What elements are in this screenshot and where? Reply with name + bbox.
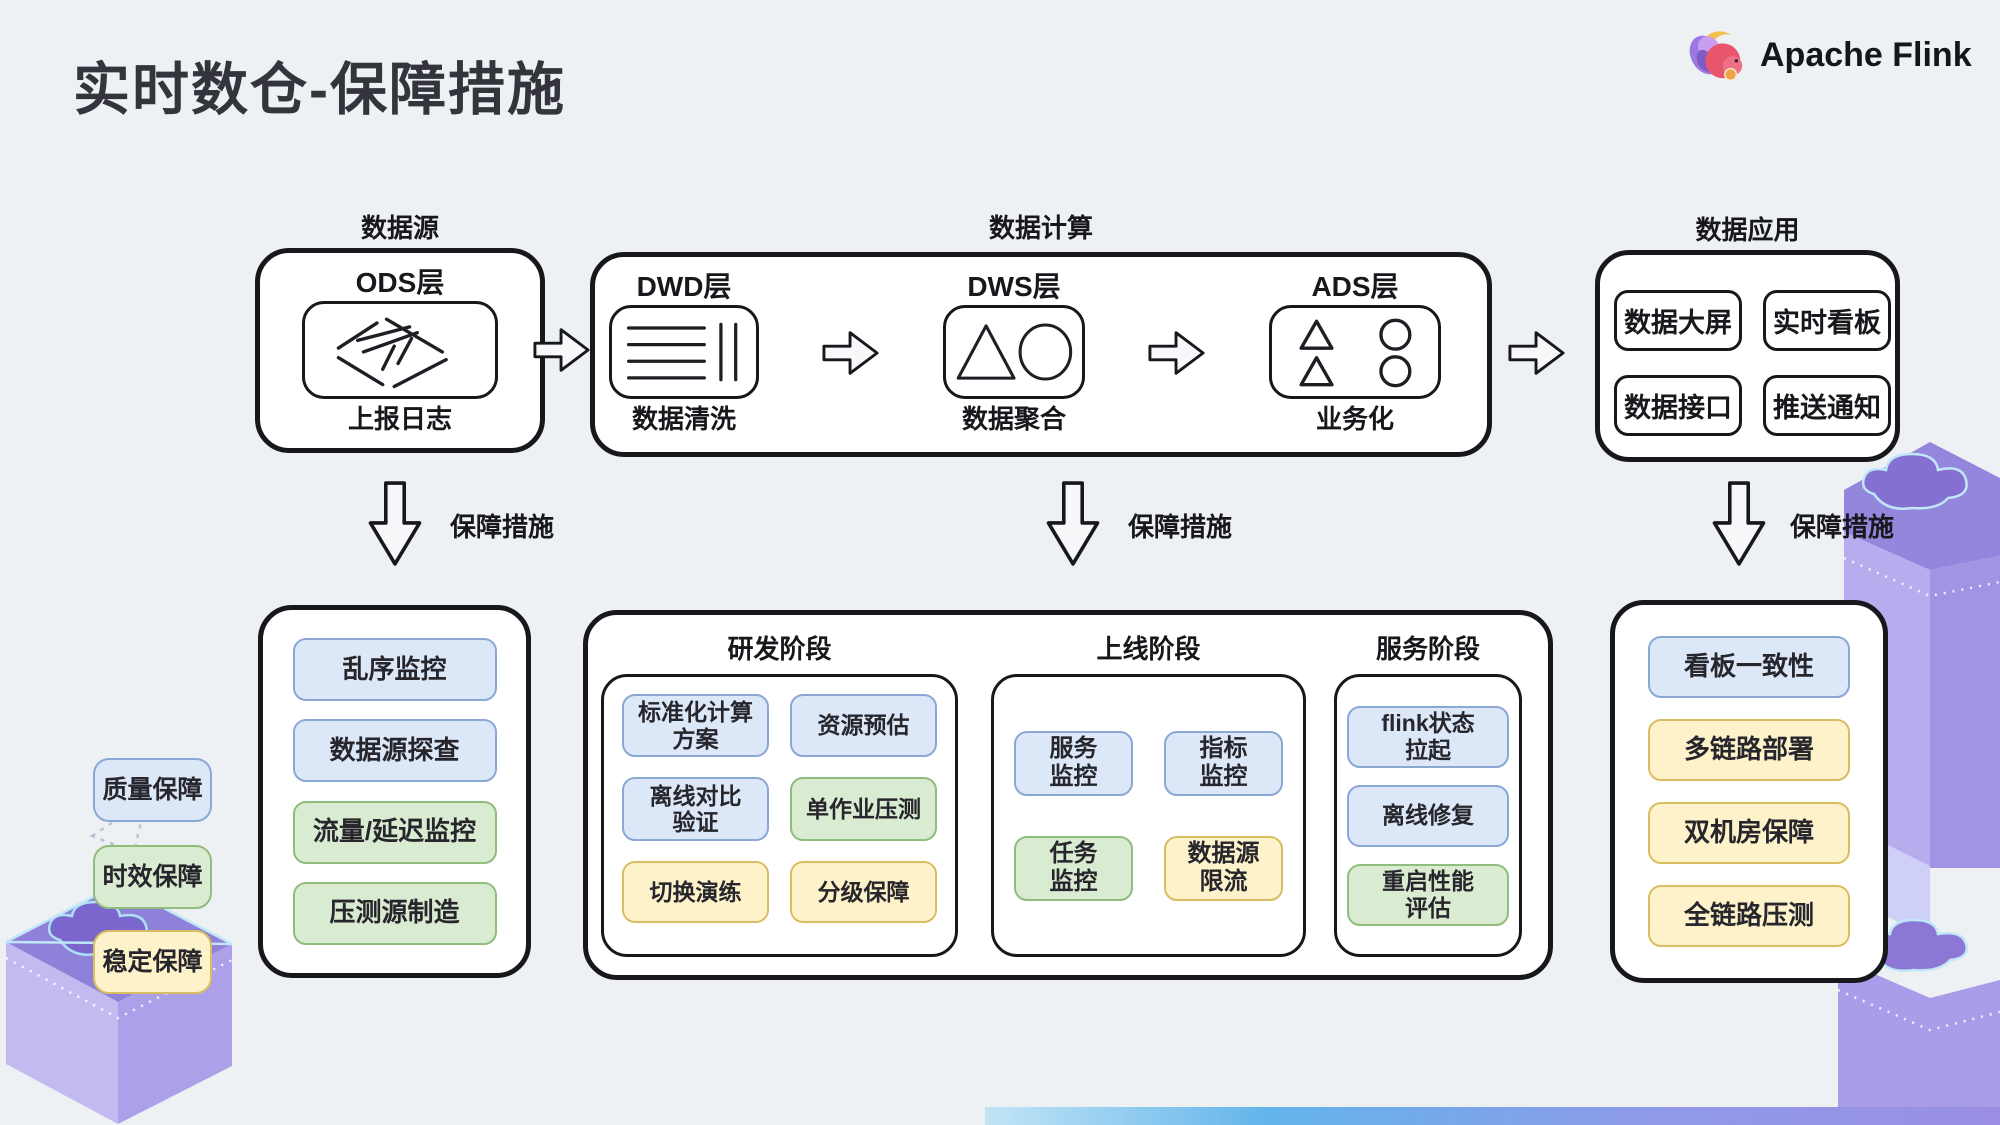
- safeguard-arrow-label: 保障措施: [450, 512, 555, 542]
- measure-pill: 多链路部署: [1648, 719, 1850, 781]
- phase-box: 标准化计算 方案 资源预估 离线对比 验证 单作业压测 切换演练 分级保障: [601, 674, 958, 957]
- measure-pill: flink状态 拉起: [1347, 705, 1509, 768]
- phase-development: 研发阶段 标准化计算 方案 资源预估 离线对比 验证 单作业压测 切换演练 分级…: [601, 625, 958, 957]
- list-lines-icon: [627, 322, 738, 382]
- application-measures-panel: 看板一致性 多链路部署 双机房保障 全链路压测: [1610, 600, 1888, 983]
- ods-box: ODS层 上报日志: [255, 248, 545, 453]
- phase-title: 研发阶段: [727, 634, 832, 664]
- dwd-icon-box: [609, 305, 759, 399]
- phase-online: 上线阶段 服务 监控 指标 监控 任务 监控 数据源 限流: [991, 625, 1306, 957]
- scatter-sketch-icon: [336, 317, 448, 389]
- measure-pill: 标准化计算 方案: [622, 694, 769, 757]
- phase-box: flink状态 拉起 离线修复 重启性能 评估: [1334, 674, 1522, 957]
- down-arrow-icon: [368, 481, 422, 566]
- phase-title: 上线阶段: [1096, 634, 1201, 664]
- dws-caption: 数据聚合: [961, 404, 1066, 434]
- measure-pill: 资源预估: [790, 694, 937, 757]
- measure-pill: 全链路压测: [1648, 885, 1850, 947]
- stage-dwd: DWD层 数据清洗: [609, 265, 759, 440]
- dws-icon-box: [943, 305, 1085, 399]
- flow-arrow-right-icon: [1508, 331, 1565, 375]
- measure-pill: 单作业压测: [790, 777, 937, 841]
- measure-pill: 乱序监控: [292, 638, 497, 702]
- phase-title: 服务阶段: [1375, 634, 1480, 664]
- group-label-compute: 数据计算: [988, 213, 1093, 243]
- down-arrow-icon: [1046, 481, 1100, 566]
- stage-ads: ADS层 业务化: [1269, 265, 1441, 440]
- brand-logo: Apache Flink: [1686, 24, 1972, 86]
- down-arrow-icon: [1712, 481, 1766, 566]
- measure-pill: 看板一致性: [1648, 636, 1850, 698]
- dwd-layer-title: DWD层: [636, 271, 732, 302]
- measure-pill: 任务 监控: [1014, 835, 1133, 901]
- measure-pill: 数据源探查: [292, 719, 497, 783]
- safeguard-arrow-label: 保障措施: [1128, 512, 1233, 542]
- legend-timeliness: 时效保障: [93, 845, 212, 909]
- bottom-gradient-strip-decoration: [985, 1107, 2000, 1125]
- app-item: 数据大屏: [1614, 290, 1742, 351]
- legend-stability: 稳定保障: [93, 930, 212, 994]
- app-item: 推送通知: [1763, 375, 1891, 436]
- measure-pill: 切换演练: [622, 861, 769, 923]
- application-grid: 数据大屏 实时看板 数据接口 推送通知: [1614, 290, 1891, 436]
- ads-layer-title: ADS层: [1311, 271, 1399, 302]
- flink-squirrel-icon: [1689, 31, 1743, 81]
- ods-caption: 上报日志: [347, 404, 452, 434]
- measure-pill: 离线修复: [1347, 784, 1509, 847]
- measure-pill: 指标 监控: [1164, 730, 1283, 796]
- measure-pill: 双机房保障: [1648, 802, 1850, 864]
- flow-arrow-right-icon: [1148, 330, 1205, 375]
- brand-name: Apache Flink: [1760, 35, 1972, 74]
- measure-pill: 流量/延迟监控: [292, 800, 497, 864]
- dwd-caption: 数据清洗: [631, 404, 736, 434]
- group-label-datasource: 数据源: [360, 213, 439, 243]
- flow-arrow-right-icon: [822, 330, 879, 375]
- ads-icon-box: [1269, 305, 1441, 399]
- ods-layer-title: ODS层: [355, 267, 445, 298]
- compute-box: DWD层 数据清洗 DWS层: [590, 252, 1492, 457]
- dws-layer-title: DWS层: [967, 271, 1061, 302]
- triangle-circle-icon: [956, 323, 1073, 381]
- measure-pill: 重启性能 评估: [1347, 863, 1509, 926]
- datasource-measures-panel: 乱序监控 数据源探查 流量/延迟监控 压测源制造: [258, 605, 531, 978]
- measure-pill: 服务 监控: [1014, 730, 1133, 796]
- app-item: 实时看板: [1763, 290, 1891, 351]
- ads-caption: 业务化: [1315, 404, 1394, 434]
- compute-measures-panel: 研发阶段 标准化计算 方案 资源预估 离线对比 验证 单作业压测 切换演练 分级…: [583, 610, 1553, 980]
- measure-pill: 数据源 限流: [1164, 835, 1283, 901]
- stage-dws: DWS层 数据聚合: [943, 265, 1085, 440]
- phase-box: 服务 监控 指标 监控 任务 监控 数据源 限流: [991, 674, 1306, 957]
- shapes-grid-icon: [1299, 318, 1412, 388]
- page-title: 实时数仓-保障措施: [73, 58, 566, 122]
- legend-quality: 质量保障: [93, 758, 212, 822]
- group-label-application: 数据应用: [1695, 215, 1800, 245]
- measure-pill: 离线对比 验证: [622, 777, 769, 841]
- flow-arrow-right-icon: [533, 328, 590, 372]
- safeguard-arrow-label: 保障措施: [1790, 512, 1895, 542]
- app-item: 数据接口: [1614, 375, 1742, 436]
- measure-pill: 压测源制造: [292, 881, 497, 945]
- measure-pill: 分级保障: [790, 861, 937, 923]
- ods-icon-box: [302, 301, 498, 399]
- phase-service: 服务阶段 flink状态 拉起 离线修复 重启性能 评估: [1334, 625, 1522, 957]
